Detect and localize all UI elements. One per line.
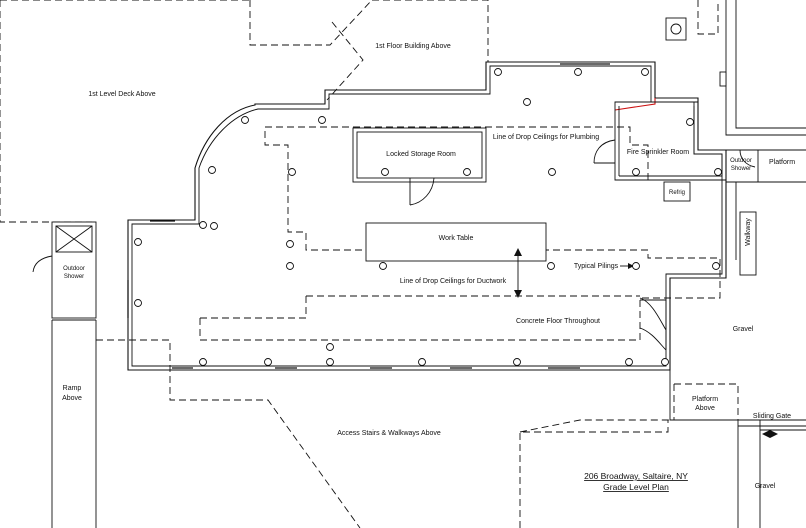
fire-sprinkler-room <box>593 101 727 181</box>
label-fire-sprinkler: Fire Sprinkler Room <box>627 149 689 156</box>
label-drop-ceiling-plumbing: Line of Drop Ceilings for Plumbing <box>493 134 599 141</box>
dimension-arrows <box>514 248 634 298</box>
label-platform-right: Platform <box>769 159 795 166</box>
label-sliding-gate: Sliding Gate <box>753 413 791 420</box>
label-first-level-deck: 1st Level Deck Above <box>88 91 155 98</box>
label-access-stairs: Access Stairs & Walkways Above <box>337 430 441 437</box>
label-platform-above-2: Above <box>695 405 715 412</box>
building-walls <box>127 61 727 371</box>
drop-ceiling-plumbing-line <box>199 126 721 341</box>
label-walkway: Walkway <box>745 218 752 246</box>
right-exterior <box>665 0 806 528</box>
outdoor-shower-left <box>32 221 97 528</box>
label-ramp-above-2: Above <box>62 395 82 402</box>
title-address: 206 Broadway, Saltaire, NY <box>584 471 688 481</box>
refrigerator <box>663 181 691 202</box>
title-plan-name: Grade Level Plan <box>603 482 669 492</box>
label-concrete-floor: Concrete Floor Throughout <box>516 318 600 325</box>
label-locked-storage: Locked Storage Room <box>386 151 456 158</box>
label-platform-above-1: Platform <box>692 396 718 403</box>
label-typical-pilings: Typical Pilings <box>574 263 619 270</box>
deck-above-outline <box>0 0 719 223</box>
typical-pilings <box>134 68 722 366</box>
label-first-floor-building: 1st Floor Building Above <box>375 43 451 50</box>
label-drop-ceiling-ductwork: Line of Drop Ceilings for Ductwork <box>400 278 507 285</box>
label-gravel-mid: Gravel <box>733 326 754 333</box>
locked-storage-room <box>352 127 487 206</box>
label-outdoor-shower-right-2: Shower <box>731 166 751 172</box>
label-gravel-bottom: Gravel <box>755 483 776 490</box>
label-refrig: Refrig <box>669 190 685 196</box>
label-ramp-above-1: Ramp <box>63 385 82 392</box>
label-outdoor-shower-left-1: Outdoor <box>63 266 85 272</box>
label-outdoor-shower-left-2: Shower <box>64 274 84 280</box>
access-stairs-outline <box>96 339 670 528</box>
label-work-table: Work Table <box>439 235 474 242</box>
label-outdoor-shower-right-1: Outdoor <box>730 158 752 164</box>
